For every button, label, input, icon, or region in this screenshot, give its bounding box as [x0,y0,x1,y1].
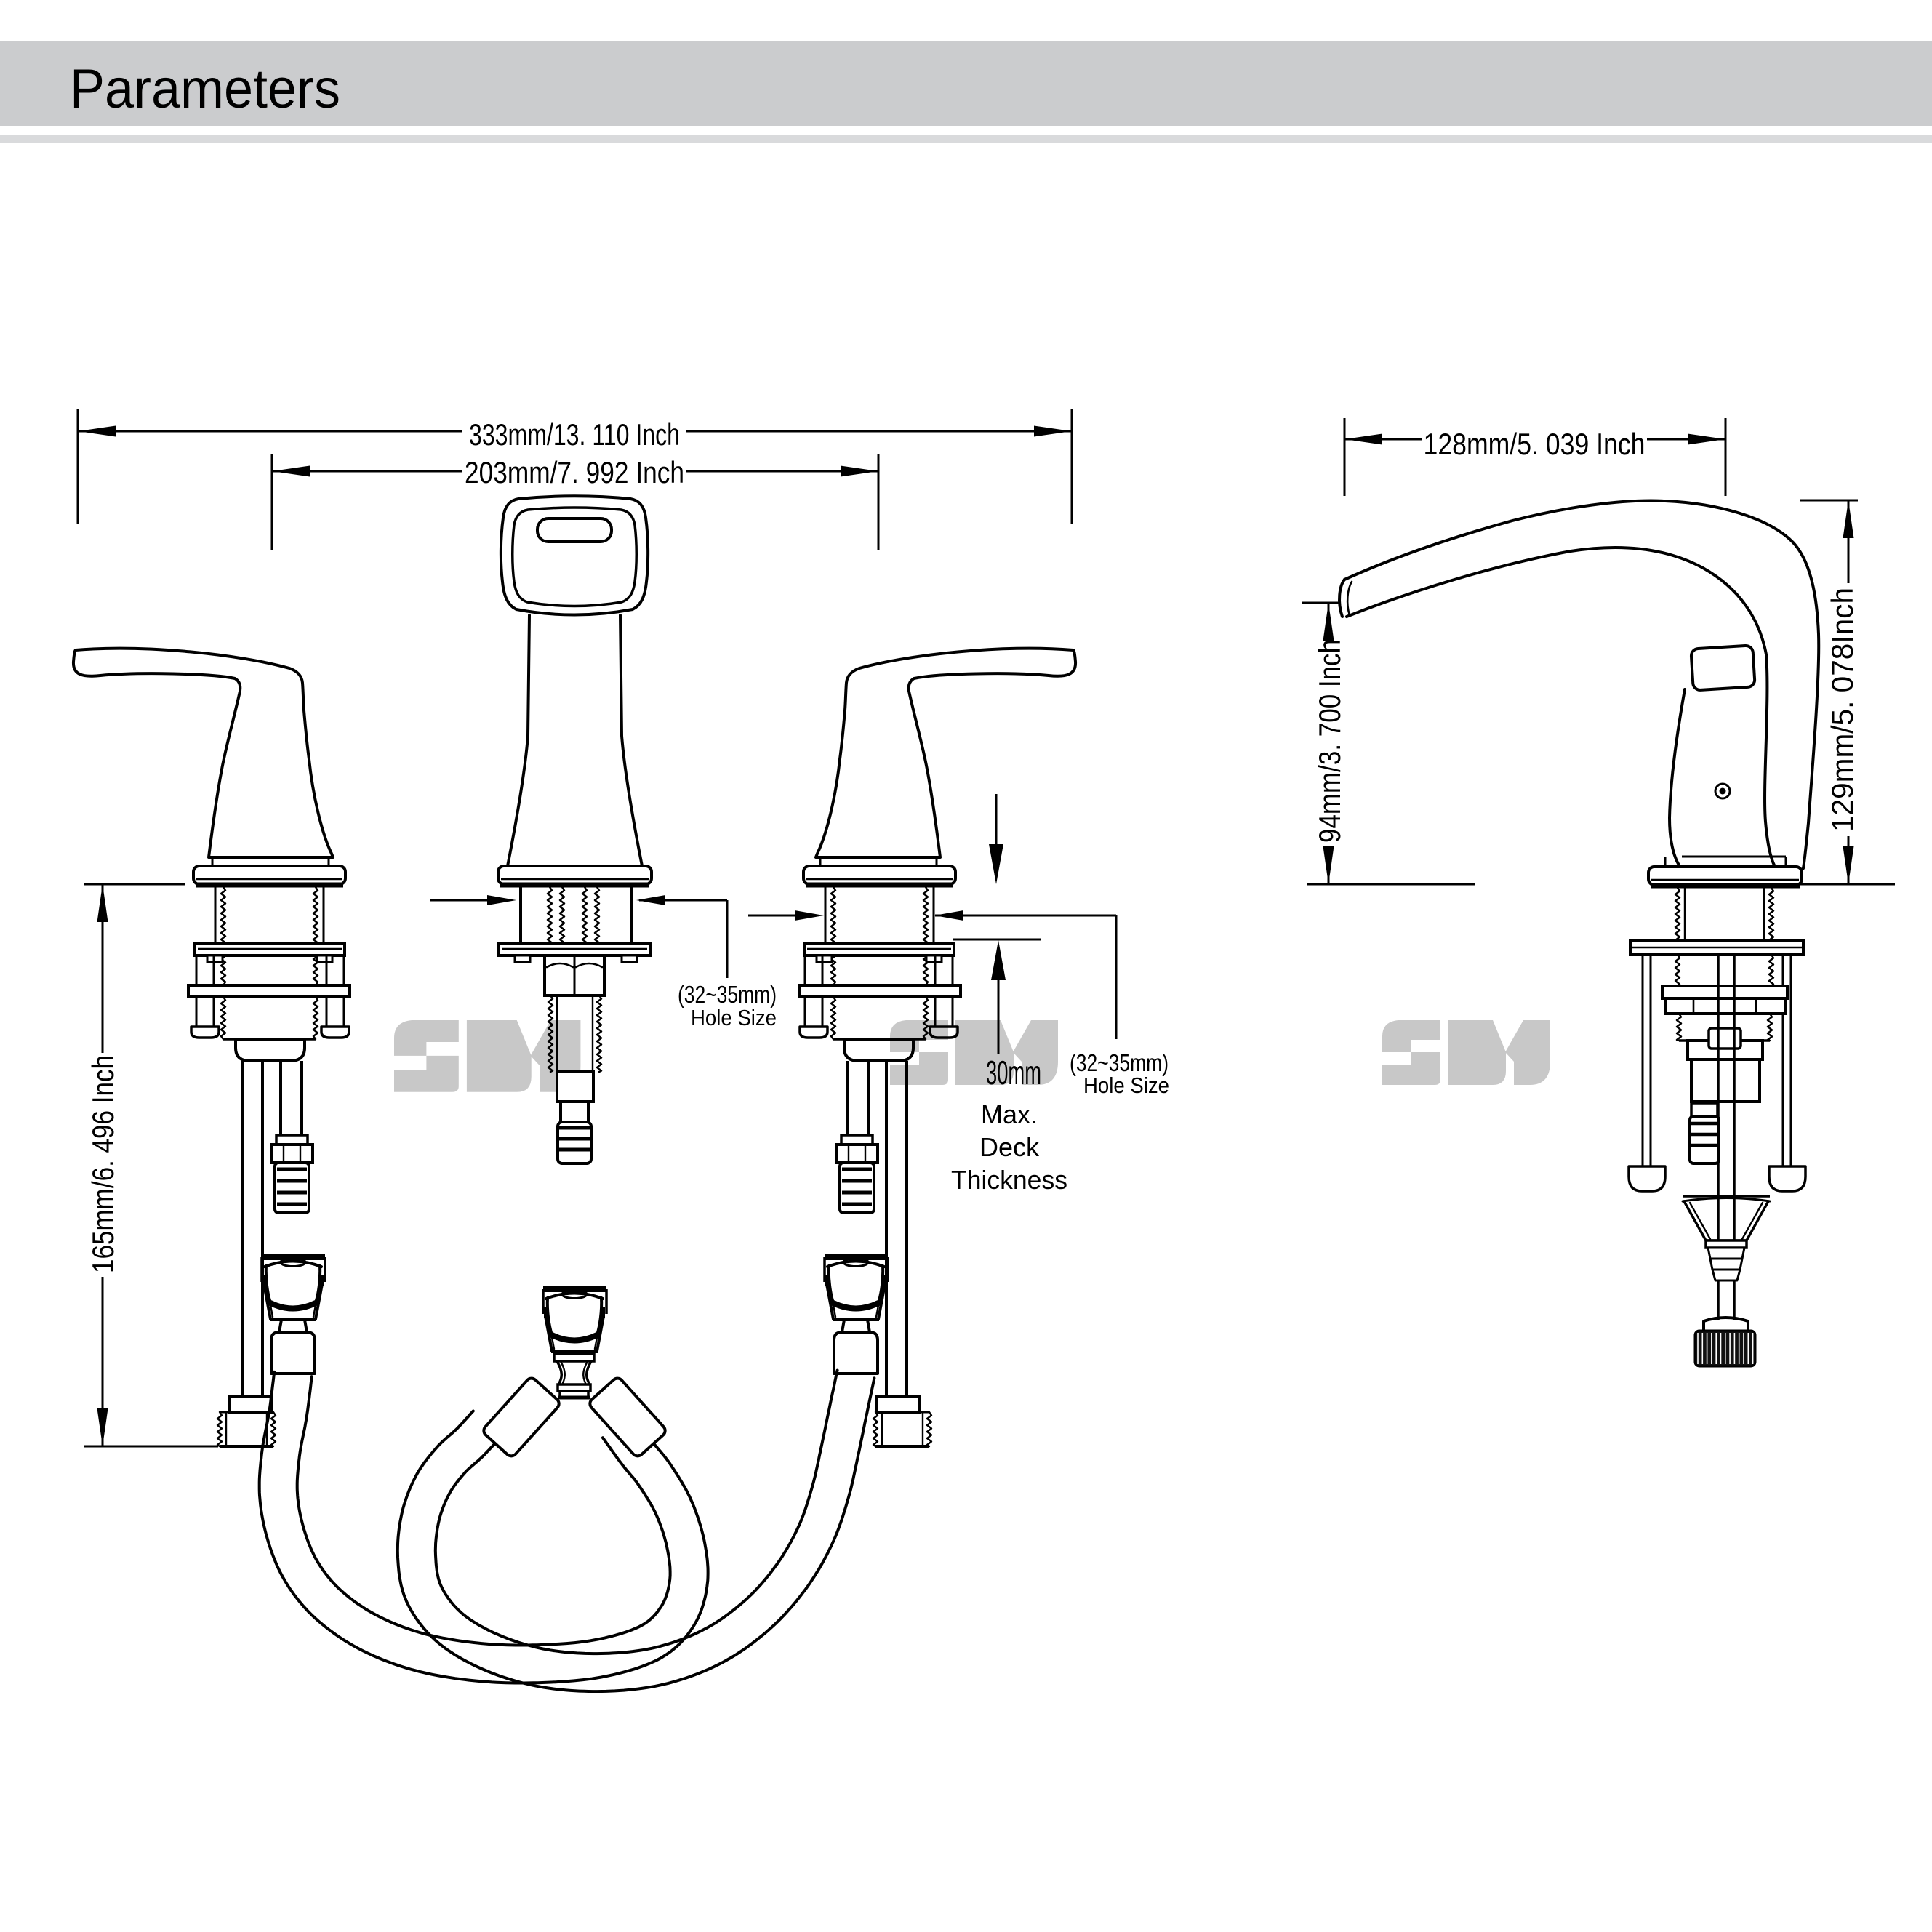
svg-text:Hole Size: Hole Size [691,1005,777,1030]
svg-text:Hole Size: Hole Size [1083,1073,1169,1098]
svg-text:(32~35mm): (32~35mm) [678,981,777,1008]
svg-text:Deck: Deck [979,1132,1040,1162]
svg-text:94mm/3. 700 Inch: 94mm/3. 700 Inch [1312,639,1347,843]
svg-text:333mm/13. 110 Inch: 333mm/13. 110 Inch [469,417,680,452]
svg-text:129mm/5. 078Inch: 129mm/5. 078Inch [1825,588,1859,832]
svg-text:Max.: Max. [981,1099,1038,1129]
svg-text:(32~35mm): (32~35mm) [1070,1049,1169,1076]
svg-text:165mm/6. 496 Inch: 165mm/6. 496 Inch [86,1055,120,1273]
svg-text:Thickness: Thickness [951,1165,1067,1195]
svg-text:Parameters: Parameters [70,58,340,120]
svg-text:30mm: 30mm [986,1054,1041,1091]
svg-text:128mm/5. 039 Inch: 128mm/5. 039 Inch [1424,427,1646,461]
svg-text:203mm/7. 992 Inch: 203mm/7. 992 Inch [465,455,684,489]
